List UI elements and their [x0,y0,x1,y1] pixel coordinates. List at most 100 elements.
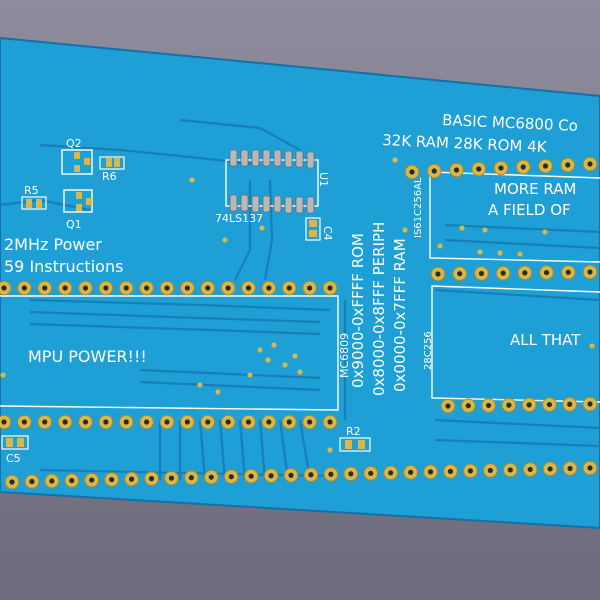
ram-top-pad-hole [520,164,526,170]
ram-top-pad-hole [476,166,482,172]
ram-top-pad-hole [542,163,549,169]
mpu-bottom-pad-hole [307,419,313,425]
header-pad-hole [408,469,414,475]
memory-periph-range: 0x8000-0x8FFF PERIPH [370,222,388,396]
header-pad-hole [388,470,394,476]
header-pad-hole [228,474,234,480]
mpu-top-pad-hole [21,285,27,291]
q2-outline [61,149,93,175]
ram-top-pad-hole [431,168,437,174]
mpu-top-pad-hole [307,285,313,291]
vias [0,157,595,453]
header-pad-hole [148,476,155,482]
c5-label: C5 [6,452,21,465]
mpu-bottom-pad-hole [1,419,7,425]
rom-bottom-pad-hole [546,401,553,408]
header-pad-hole [128,476,135,482]
mpu-bottom-pad-hole [21,419,27,425]
mpu-top-pad-hole [62,285,68,291]
r6-outline [99,156,125,170]
header-pad-hole [9,479,15,485]
mpu-top-pad-hole [123,285,129,291]
mpu-bottom-pad-hole [42,419,48,425]
mpu-bottom-pad-hole [123,419,129,425]
header-pad-hole [527,466,533,473]
ram-top-pad-hole [498,165,504,171]
rom-bottom-pad-hole [506,402,512,408]
rom-bottom-pad-hole [526,402,532,408]
mpu-top-pad-hole [245,285,252,291]
u1-label: U1 [317,172,330,187]
header-pad-hole [567,465,573,472]
mpu-label: MC6809 [338,333,351,378]
header-pad-hole [308,472,314,478]
mpu-top-pad-hole [184,285,190,291]
header-pad-hole [168,475,175,481]
header-pad-hole [368,470,374,476]
rom-chip-label: 28C256 [423,331,434,370]
memory-rom-range: 0x9000-0xFFFF ROM [349,233,367,388]
small-pads-left [26,152,120,211]
c4-pad-2 [309,230,317,237]
ram-bottom-pad-hole [587,269,593,275]
r2-label: R2 [346,425,361,438]
ram-top-pad-hole [565,162,571,168]
mpu-top-pad-hole [144,285,150,291]
mpu-bottom-pad-hole [144,419,150,425]
copper-traces [0,118,600,481]
rom-outline [431,285,600,403]
header-pad-hole [109,476,115,483]
header-pad-hole [49,478,55,484]
u1-part-label: 74LS137 [215,212,263,225]
mpu-bottom-pad-hole [62,419,68,425]
header-pad-hole [507,467,513,473]
rom-bottom-pad-hole [445,403,451,409]
header-pad-hole [188,475,194,481]
r2-pad-1 [345,440,352,449]
ram-bottom-pad-hole [565,269,571,275]
mpu-top-pad-hole [1,285,7,291]
rom-bottom-pad-hole [567,401,573,407]
ram-top-pad-hole [409,169,415,175]
ram-bottom-pad-hole [457,271,463,277]
mpu-power-text: MPU POWER!!! [28,347,147,366]
c5-outline [1,435,29,450]
board-title: BASIC MC6800 Co [442,111,578,135]
u1-outline [225,159,319,207]
mpu-top-pad-hole [225,285,231,291]
instructions-text: 59 Instructions [4,257,123,276]
ram-bottom-pad-hole [478,270,485,277]
c5-pad-2 [17,438,24,447]
r6-label: R6 [102,170,117,183]
mpu-top-pad-hole [266,285,272,291]
c5-pad-1 [6,438,13,447]
c4-pad-1 [309,220,317,227]
ram-top-pad-hole [587,161,593,167]
memory-ram-range: 0x0000-0x7FFF RAM [391,238,409,392]
header-pad-hole [348,471,354,477]
header-pad-hole [248,473,254,479]
mpu-top-pad-hole [286,285,292,291]
mpu-bottom-pad-hole [245,419,252,425]
header-pad-hole [268,473,274,479]
ram-chip-label: IS61C256AL [413,177,424,238]
mpu-outline [0,295,339,411]
r2-pad-2 [358,440,365,449]
mpu-bottom-pad-hole [184,419,190,425]
u1-pins [229,149,315,214]
rom-bottom-pad-hole [485,402,492,409]
mpu-top-pad-hole [82,285,89,291]
header-pad-hole [587,465,593,471]
mpu-bottom-pad-hole [266,419,272,425]
ram-bottom-pad-hole [522,270,528,276]
header-pad-hole [69,477,75,484]
power-text: 2MHz Power [4,235,102,254]
ram-outline [429,171,600,263]
more-ram-text: MORE RAM [494,180,576,198]
r5-outline [21,196,47,210]
mpu-top-pad-hole [327,285,333,291]
header-pad-hole [288,472,294,478]
field-of-text: A FIELD OF [488,201,571,219]
mpu-top-pad-hole [42,285,48,291]
rom-bottom-pad-hole [587,401,593,407]
